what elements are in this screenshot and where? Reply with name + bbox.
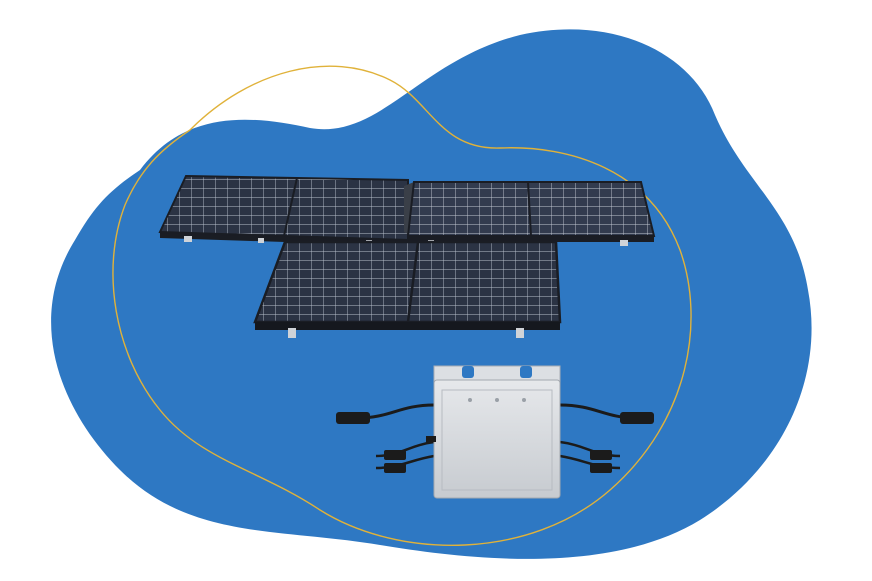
solar-panel-right (404, 181, 656, 246)
left-mc4-connector (336, 412, 370, 424)
right-mc4-connector (620, 412, 654, 424)
micro-inverter (336, 365, 654, 499)
gold-outline-curve (112, 65, 692, 546)
inverter-body (433, 379, 561, 499)
solar-panel-left (158, 174, 409, 246)
solar-panel-front (253, 240, 562, 338)
